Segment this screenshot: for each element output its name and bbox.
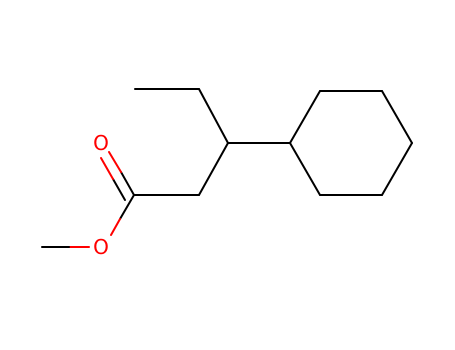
ring-bond [289, 90, 321, 144]
bond-ethyl-ch2 [198, 88, 229, 144]
ester-single-bond [110, 194, 135, 236]
cyclohexane-ring [289, 90, 413, 196]
ring-bond [381, 90, 413, 144]
ring-bond [381, 142, 413, 196]
ester-oxygen-label: O [93, 235, 109, 259]
ring-bond [289, 142, 321, 196]
carbonyl-double-bond [100, 151, 135, 201]
bond-ch-ch2 [198, 142, 229, 196]
carbonyl-oxygen-label: O [93, 131, 109, 155]
